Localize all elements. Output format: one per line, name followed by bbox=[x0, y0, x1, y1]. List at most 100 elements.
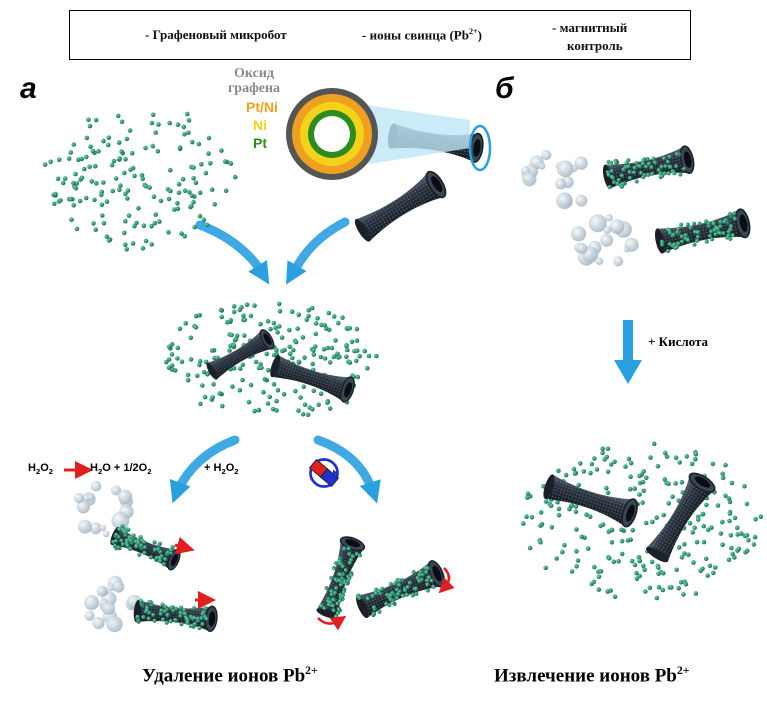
coated-bot-loaded-2-ion bbox=[718, 219, 723, 225]
ion-dot bbox=[643, 589, 648, 594]
ion-dot bbox=[71, 180, 76, 186]
ion-dot bbox=[592, 456, 597, 461]
ion-dot bbox=[202, 394, 208, 400]
ion-dot bbox=[56, 157, 62, 162]
coated-bot-magnetic-1 bbox=[313, 533, 367, 622]
coated-bot-magnetic-2-ion bbox=[418, 569, 423, 574]
ion-dot bbox=[228, 161, 234, 166]
ion-dot bbox=[231, 309, 237, 315]
ion-dot bbox=[206, 151, 211, 156]
ion-dot bbox=[644, 475, 649, 481]
ion-dot bbox=[239, 305, 244, 310]
coated-bot-catalytic-1-ion bbox=[162, 557, 168, 562]
ion-dot bbox=[703, 556, 709, 562]
ion-dot bbox=[268, 326, 273, 332]
ion-dot bbox=[248, 313, 254, 319]
ion-dot bbox=[295, 326, 300, 331]
caption-recovery-text: Извлечение ионов Pb bbox=[494, 665, 677, 687]
ion-dot bbox=[538, 510, 544, 515]
ion-dot bbox=[670, 494, 675, 500]
ion-dot bbox=[195, 373, 200, 379]
coated-bot-catalytic-1-ion bbox=[157, 559, 163, 564]
ion-dot bbox=[556, 506, 562, 512]
coated-bot-loaded-2-ion bbox=[728, 236, 733, 241]
ion-dot bbox=[193, 313, 199, 319]
ion-dot bbox=[729, 545, 734, 551]
ion-dot bbox=[258, 361, 263, 367]
coated-bot-catalytic-2-ion bbox=[163, 604, 168, 609]
ion-dot bbox=[605, 589, 610, 594]
ion-dot bbox=[366, 353, 372, 359]
ion-dot bbox=[682, 551, 687, 556]
coated-bot-magnetic-2-ion bbox=[394, 595, 400, 600]
coated-bot-loaded-1-ion bbox=[646, 161, 652, 166]
coated-bot-catalytic-1-ion bbox=[156, 543, 161, 548]
ion-dot bbox=[311, 388, 317, 394]
reaction-plus-h2o2: + H2O2 bbox=[204, 462, 239, 476]
ion-dot bbox=[143, 184, 149, 189]
coated-bot-catalytic-1-ion bbox=[165, 550, 170, 555]
ion-dot bbox=[656, 565, 661, 570]
ion-dot bbox=[654, 595, 660, 601]
coated-bot-catalytic-2-ion bbox=[173, 617, 178, 623]
coated-bot-loaded-1-ion bbox=[661, 156, 667, 161]
coated-bot-catalytic-1-ion bbox=[128, 546, 133, 551]
coated-bot-catalytic-1-ion bbox=[142, 545, 148, 550]
ion-dot bbox=[321, 346, 327, 352]
coated-bot-loaded-1-ion bbox=[621, 181, 626, 186]
ion-dot bbox=[739, 531, 744, 536]
coated-bot-catalytic-2-ion bbox=[164, 620, 169, 625]
caption-removal: Удаление ионов Pb2+ bbox=[142, 664, 318, 687]
ion-dot bbox=[596, 574, 602, 580]
ion-dot bbox=[347, 360, 353, 365]
coated-bot-magnetic-2-ion bbox=[373, 590, 379, 596]
ion-dot bbox=[529, 515, 535, 520]
ion-dot bbox=[600, 522, 606, 527]
ion-dot bbox=[686, 552, 691, 557]
coated-bot-magnetic-2-ion bbox=[405, 584, 410, 590]
ion-dot bbox=[68, 150, 74, 155]
ion-dot bbox=[240, 362, 246, 368]
ion-dot bbox=[700, 511, 706, 517]
ion-dot bbox=[258, 321, 263, 327]
coated-bot-magnetic-1-ion bbox=[338, 582, 344, 587]
legend-magnet-label-2: контроль bbox=[567, 38, 623, 53]
ion-dot bbox=[110, 188, 115, 194]
oxygen-bubble bbox=[609, 219, 625, 234]
ion-dot bbox=[182, 132, 187, 137]
ion-dot bbox=[666, 501, 671, 506]
ion-dot bbox=[252, 408, 257, 414]
coated-bot-catalytic-2 bbox=[131, 597, 219, 633]
ion-dot bbox=[191, 176, 196, 181]
ion-dot bbox=[48, 159, 53, 165]
chem-sub: 2 bbox=[221, 467, 226, 477]
oxygen-bubble bbox=[600, 233, 614, 247]
ion-dot bbox=[231, 304, 237, 309]
ion-dot bbox=[76, 157, 81, 162]
ion-dot bbox=[336, 320, 341, 326]
ion-dot bbox=[91, 221, 96, 226]
ion-dot bbox=[177, 145, 183, 150]
oxygen-bubble bbox=[556, 192, 573, 210]
ion-dot bbox=[266, 367, 271, 373]
oxygen-bubble bbox=[571, 226, 587, 242]
ion-dot bbox=[209, 187, 215, 192]
ion-dot bbox=[306, 313, 311, 319]
coated-bot-catalytic-2-ion bbox=[159, 608, 164, 613]
ion-dot bbox=[188, 357, 194, 362]
ion-dot bbox=[113, 176, 119, 181]
ion-dot bbox=[634, 570, 639, 576]
ion-dot bbox=[331, 354, 337, 360]
ion-dot bbox=[240, 377, 245, 383]
ion-dot bbox=[625, 538, 631, 543]
oxygen-bubble bbox=[99, 524, 107, 532]
ion-dot bbox=[167, 167, 173, 173]
coated-bot-catalytic-1-ion bbox=[113, 538, 119, 544]
coated-bot-catalytic-1-ion bbox=[125, 543, 130, 548]
oxygen-bubble bbox=[84, 595, 100, 611]
ion-dot bbox=[177, 326, 183, 332]
ion-dot bbox=[181, 124, 187, 130]
ion-dot bbox=[211, 382, 216, 387]
magnet-control-icon bbox=[308, 458, 340, 488]
ion-dot bbox=[68, 196, 74, 202]
